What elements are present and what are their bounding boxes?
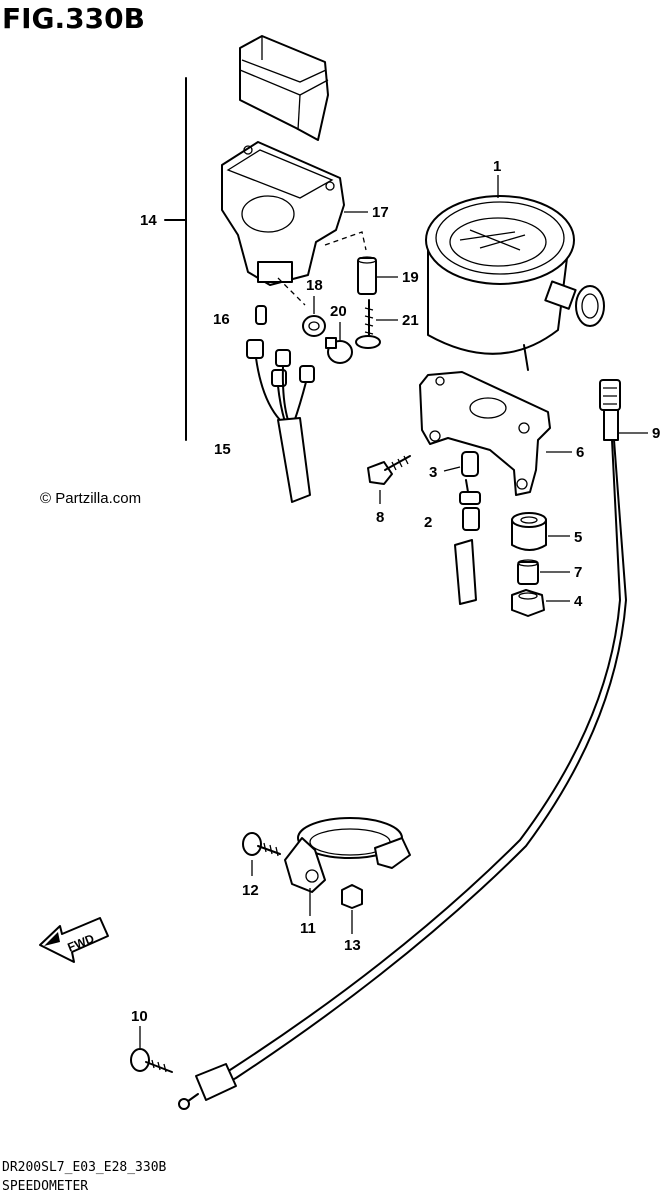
callout-9: 9 xyxy=(652,425,660,442)
footer-section-name: SPEEDOMETER xyxy=(2,1179,89,1194)
meter-case-part[interactable] xyxy=(221,141,345,286)
wiring-harness-part[interactable] xyxy=(246,339,315,503)
wire-part[interactable] xyxy=(454,479,481,605)
callout-1: 1 xyxy=(493,158,501,175)
callout-14: 14 xyxy=(140,212,157,229)
callout-18: 18 xyxy=(306,277,323,294)
callout-11: 11 xyxy=(300,920,316,937)
callout-6: 6 xyxy=(576,444,584,461)
watermark: © Partzilla.com xyxy=(40,490,141,507)
speedometer-cable-part[interactable] xyxy=(178,379,627,1110)
callout-8: 8 xyxy=(376,509,384,526)
spacer-part[interactable] xyxy=(357,256,377,295)
speedometer-part[interactable] xyxy=(425,195,605,371)
lamp-socket-part[interactable] xyxy=(461,451,479,477)
group-bracket xyxy=(164,77,187,441)
callout-7: 7 xyxy=(574,564,582,581)
clamp-bolt-part[interactable] xyxy=(242,832,281,857)
callout-16: 16 xyxy=(213,311,230,328)
nut-part[interactable] xyxy=(511,589,545,617)
footer-model-code: DR200SL7_E03_E28_330B xyxy=(2,1160,167,1175)
callout-20: 20 xyxy=(330,303,347,320)
small-bulb-part[interactable] xyxy=(255,305,267,325)
collar-part[interactable] xyxy=(517,559,539,585)
callout-2: 2 xyxy=(424,514,432,531)
bulb-part[interactable] xyxy=(325,337,353,364)
callout-4: 4 xyxy=(574,593,583,610)
callout-10: 10 xyxy=(131,1008,148,1025)
cable-clamp-part[interactable] xyxy=(284,817,411,893)
clamp-nut-part[interactable] xyxy=(341,884,363,909)
meter-cap-part[interactable] xyxy=(239,35,329,141)
figure-title: FIG.330B xyxy=(2,2,145,35)
screw-part[interactable] xyxy=(355,299,381,349)
callout-12: 12 xyxy=(242,882,259,899)
cable-bolt-part[interactable] xyxy=(130,1048,173,1073)
fwd-arrow-icon: FWD xyxy=(39,917,109,963)
callout-3: 3 xyxy=(429,464,437,481)
callout-labels: 1 2 3 4 5 6 7 8 9 10 11 12 13 14 15 16 1… xyxy=(131,158,660,1025)
cushion-part[interactable] xyxy=(511,512,547,551)
callout-5: 5 xyxy=(574,529,582,546)
bolt-part[interactable] xyxy=(367,455,411,485)
callout-15: 15 xyxy=(214,441,231,458)
callout-21: 21 xyxy=(402,312,419,329)
mounting-bracket-part[interactable] xyxy=(419,371,551,496)
grommet-part[interactable] xyxy=(302,315,326,337)
callout-17: 17 xyxy=(372,204,389,221)
callout-19: 19 xyxy=(402,269,419,286)
leader-lines xyxy=(139,175,648,1048)
callout-13: 13 xyxy=(344,937,361,954)
